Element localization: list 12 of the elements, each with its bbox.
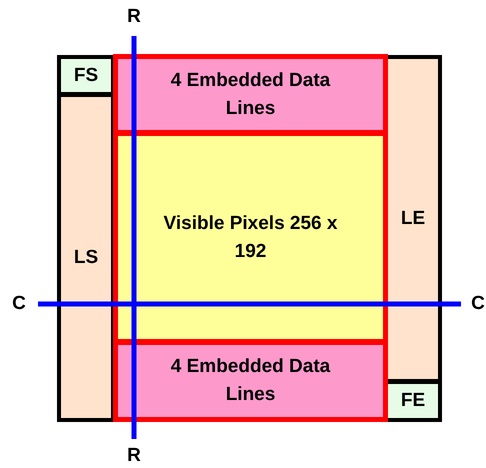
axis-letter: R bbox=[127, 445, 141, 467]
region-label: 4 Embedded Data Lines bbox=[170, 68, 332, 120]
blanking-column bbox=[57, 93, 115, 422]
region-label: 4 Embedded Data Lines bbox=[170, 355, 332, 407]
axis-letter: R bbox=[127, 6, 141, 28]
region-label: FE bbox=[400, 389, 426, 413]
region-label: FS bbox=[74, 64, 98, 88]
region-label: LS bbox=[74, 246, 98, 270]
region-label: LE bbox=[400, 207, 426, 231]
axis-letter: C bbox=[471, 293, 485, 315]
axis-letter: C bbox=[12, 293, 26, 315]
region-label: Visible Pixels 256 x 192 bbox=[162, 212, 338, 264]
